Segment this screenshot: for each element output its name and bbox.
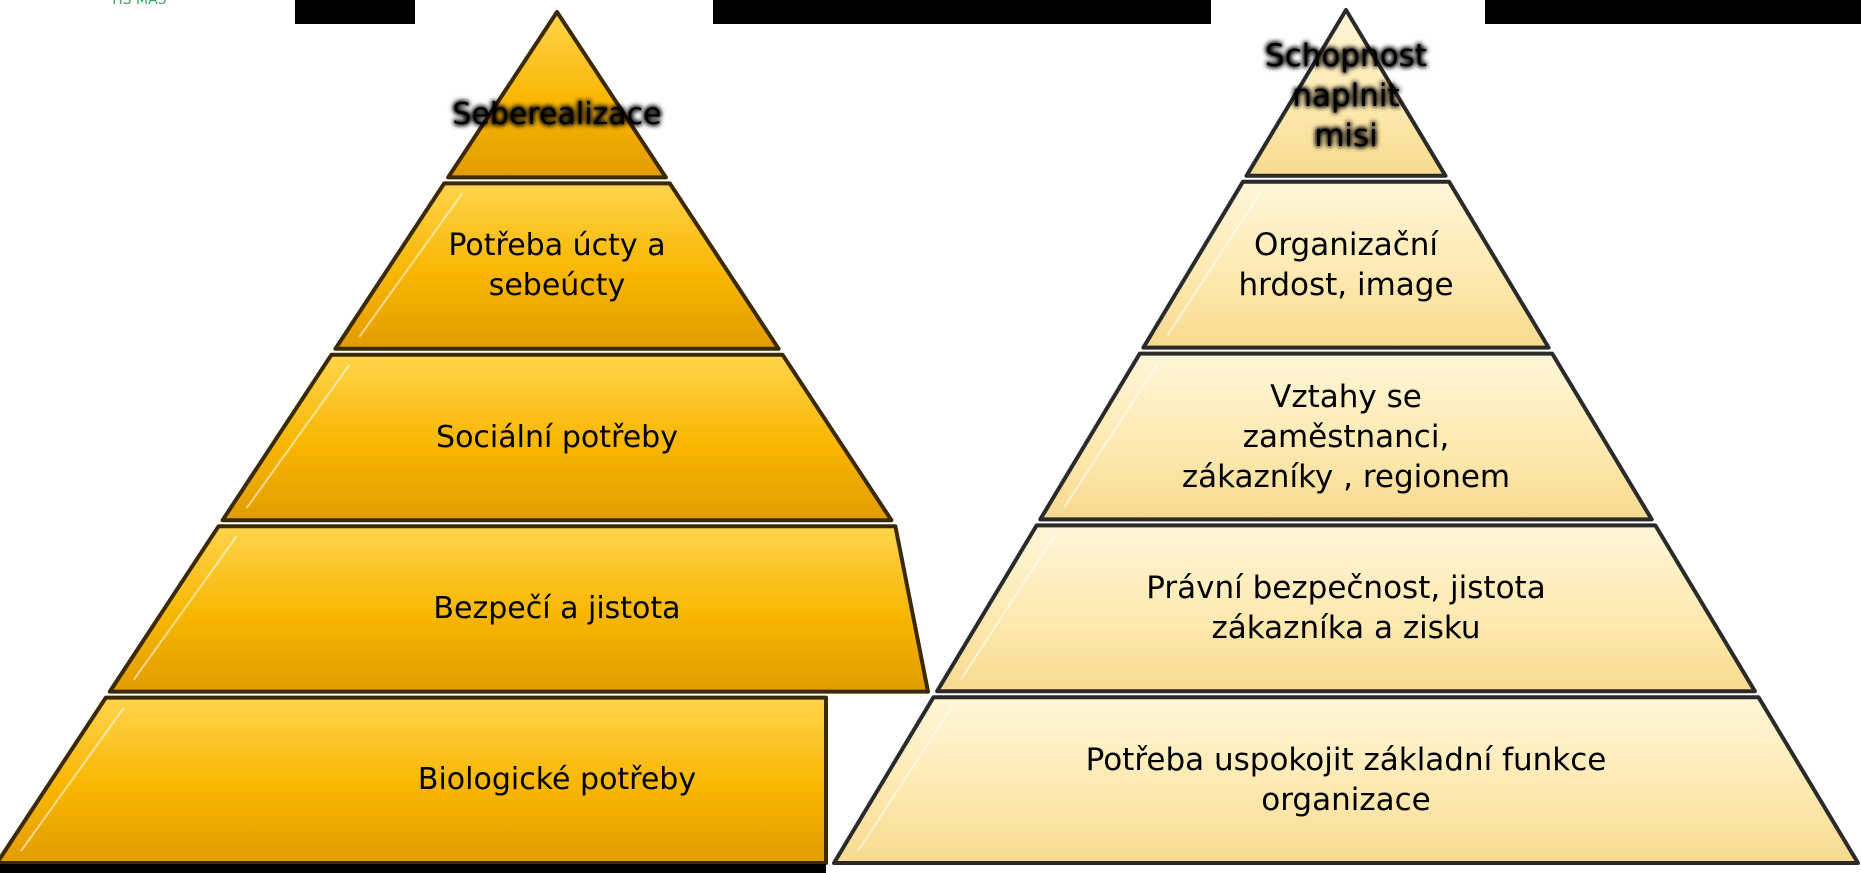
right-level-1-label-line-2: naplnit — [1292, 78, 1400, 115]
left-level-5-label: Biologické potřeby — [257, 760, 857, 800]
right-level-3-label-line-1: Vztahy se — [1270, 378, 1422, 415]
logo-text: TIS MAS — [110, 0, 167, 8]
left-pyramid-level-2 — [333, 181, 781, 351]
top-black-bar-1 — [295, 0, 415, 24]
left-level-1-label: Seberealizace — [257, 95, 857, 135]
left-level-5-label-line-1: Biologické potřeby — [417, 762, 697, 798]
left-level-2-label-line-1: Potřeba úcty a — [448, 228, 666, 264]
left-level-3-label: Sociální potřeby — [257, 418, 857, 458]
logo: TIS MAS — [0, 0, 295, 18]
right-pyramid-level-5 — [832, 695, 1860, 865]
right-pyramid-level-3 — [1038, 351, 1654, 522]
right-level-2-bevel — [1166, 191, 1262, 337]
left-level-2-bevel — [358, 192, 464, 338]
right-pyramid-level-4 — [935, 523, 1757, 694]
right-level-3-label-line-2: zaměstnanci, — [1242, 418, 1450, 455]
right-level-1-label-line-1: Schopnost — [1265, 38, 1427, 75]
left-level-2-label: Potřeba úcty a sebeúcty — [257, 226, 857, 306]
right-level-4-label-line-2: zákazníka a zisku — [1211, 610, 1481, 647]
right-level-4-bevel — [960, 534, 1056, 680]
right-pyramid — [832, 8, 1860, 865]
right-level-5-label-line-2: organizace — [1261, 782, 1431, 819]
right-level-5-label-line-1: Potřeba uspokojit základní funkce — [1085, 742, 1607, 779]
top-black-bar-2 — [713, 0, 1211, 24]
right-level-5-bevel — [857, 706, 953, 852]
left-pyramid-level-3 — [220, 352, 894, 523]
left-pyramid — [0, 10, 930, 865]
left-pyramid-level-4 — [107, 524, 930, 694]
left-level-4-label: Bezpečí a jistota — [257, 589, 857, 629]
right-level-3-label-line-3: zákazníky , regionem — [1181, 458, 1511, 495]
right-level-2-label-line-2: hrdost, image — [1238, 266, 1454, 303]
right-level-2-label-line-1: Organizační — [1253, 226, 1439, 263]
top-black-bar-3 — [1485, 0, 1861, 24]
left-level-4-bevel — [132, 535, 238, 681]
left-bottom-bar — [0, 864, 826, 873]
left-level-4-label-line-1: Bezpečí a jistota — [433, 590, 681, 626]
right-level-1-label-line-3: misi — [1314, 118, 1378, 155]
left-level-1-label-line-1: Seberealizace — [452, 96, 662, 132]
right-level-4-label-line-1: Právní bezpečnost, jistota — [1146, 570, 1546, 607]
left-level-2-label-line-2: sebeúcty — [488, 268, 626, 304]
left-level-3-label-line-1: Sociální potřeby — [436, 419, 678, 455]
left-level-5-bevel — [20, 707, 125, 852]
right-pyramid-level-1 — [1244, 8, 1448, 178]
left-pyramid-level-1 — [446, 10, 668, 180]
right-level-3-bevel — [1063, 363, 1159, 508]
left-level-3-bevel — [245, 364, 351, 509]
right-pyramid-level-2 — [1141, 179, 1551, 350]
left-pyramid-level-5 — [0, 695, 828, 865]
